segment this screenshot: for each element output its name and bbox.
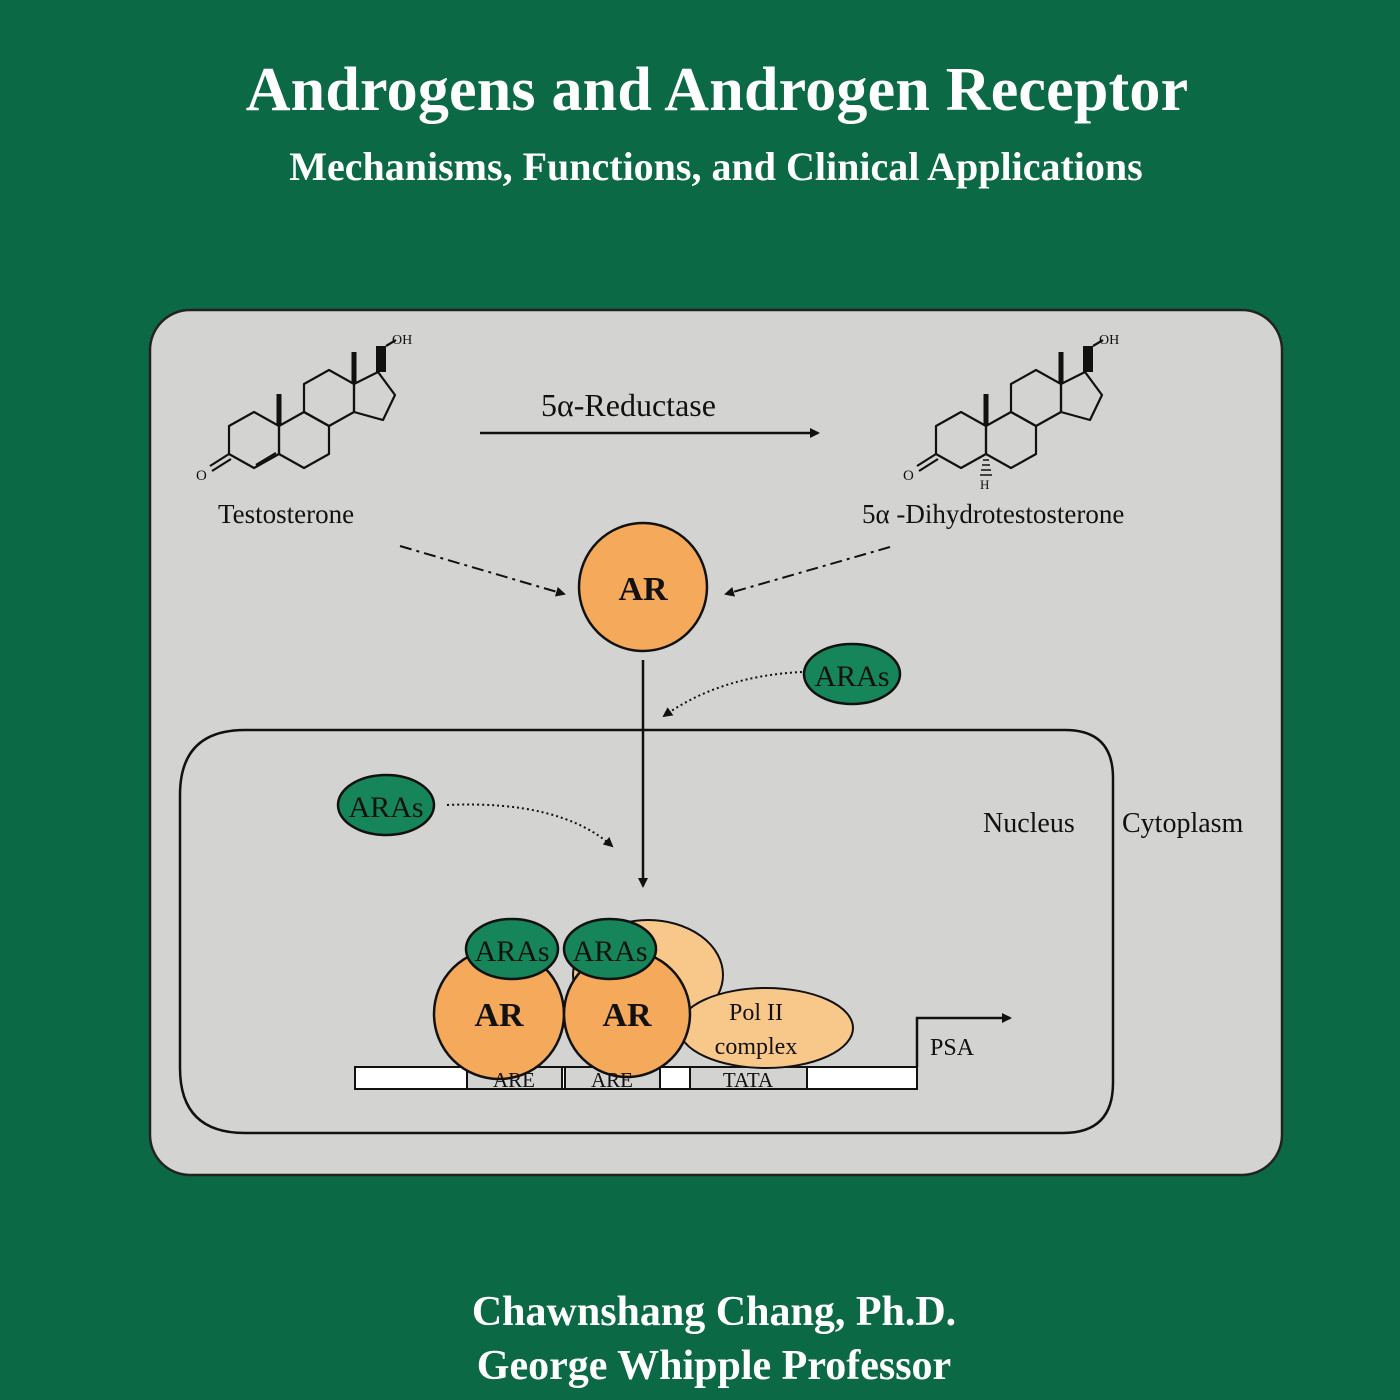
aras-bound-1-label: ARAs <box>474 935 549 968</box>
aras-nucleus-arrow <box>446 803 614 848</box>
psa-label: PSA <box>930 1035 975 1061</box>
testosterone-oh-label: OH <box>392 333 412 348</box>
testosterone-structure <box>209 339 397 472</box>
cytoplasm-label: Cytoplasm <box>1122 808 1244 839</box>
author-title: George Whipple Professor <box>476 1343 952 1389</box>
dht-label: 5α -Dihydrotestosterone <box>862 499 1124 529</box>
dht-to-ar-arrow <box>724 546 891 597</box>
pol-ii-label-line1: Pol II <box>729 1000 783 1026</box>
enzyme-label: 5α-Reductase <box>541 387 716 423</box>
book-subtitle: Mechanisms, Functions, and Clinical Appl… <box>289 144 1143 189</box>
ar-nucleus-2-label: AR <box>602 997 652 1034</box>
are-label-2: ARE <box>591 1068 633 1092</box>
tata-label: TATA <box>723 1068 774 1092</box>
dht-o-label: O <box>903 468 914 484</box>
author-name: Chawnshang Chang, Ph.D. <box>471 1289 957 1335</box>
aras-bound-2 <box>562 917 658 981</box>
aras-cytoplasm-label: ARAs <box>814 660 889 693</box>
aras-cytoplasm-arrow <box>662 671 803 718</box>
pol-ii-label-line2: complex <box>715 1034 798 1060</box>
dht-h-label: H <box>980 477 989 492</box>
aras-nucleus-label: ARAs <box>348 791 423 824</box>
testosterone-label: Testosterone <box>218 499 354 529</box>
testosterone-o-label: O <box>196 468 207 484</box>
aras-bound-1 <box>464 917 560 981</box>
testosterone-to-ar-arrow <box>399 545 566 597</box>
dht-oh-label: OH <box>1099 333 1119 348</box>
are-label-1: ARE <box>493 1068 535 1092</box>
aras-bound-2-label: ARAs <box>572 935 647 968</box>
ar-nucleus-1-label: AR <box>474 997 524 1034</box>
book-title: Androgens and Androgen Receptor <box>245 56 1189 124</box>
nucleus-boundary <box>178 728 1115 1135</box>
dht-structure <box>916 339 1104 476</box>
nucleus-label: Nucleus <box>983 808 1075 839</box>
cell-panel <box>148 308 1284 1177</box>
aras-cytoplasm <box>802 642 902 706</box>
aras-nucleus <box>336 773 436 837</box>
ar-cytoplasm-label: AR <box>618 571 668 608</box>
ar-cytoplasm <box>577 521 709 653</box>
psa-transcription-arrow <box>915 1013 1012 1067</box>
